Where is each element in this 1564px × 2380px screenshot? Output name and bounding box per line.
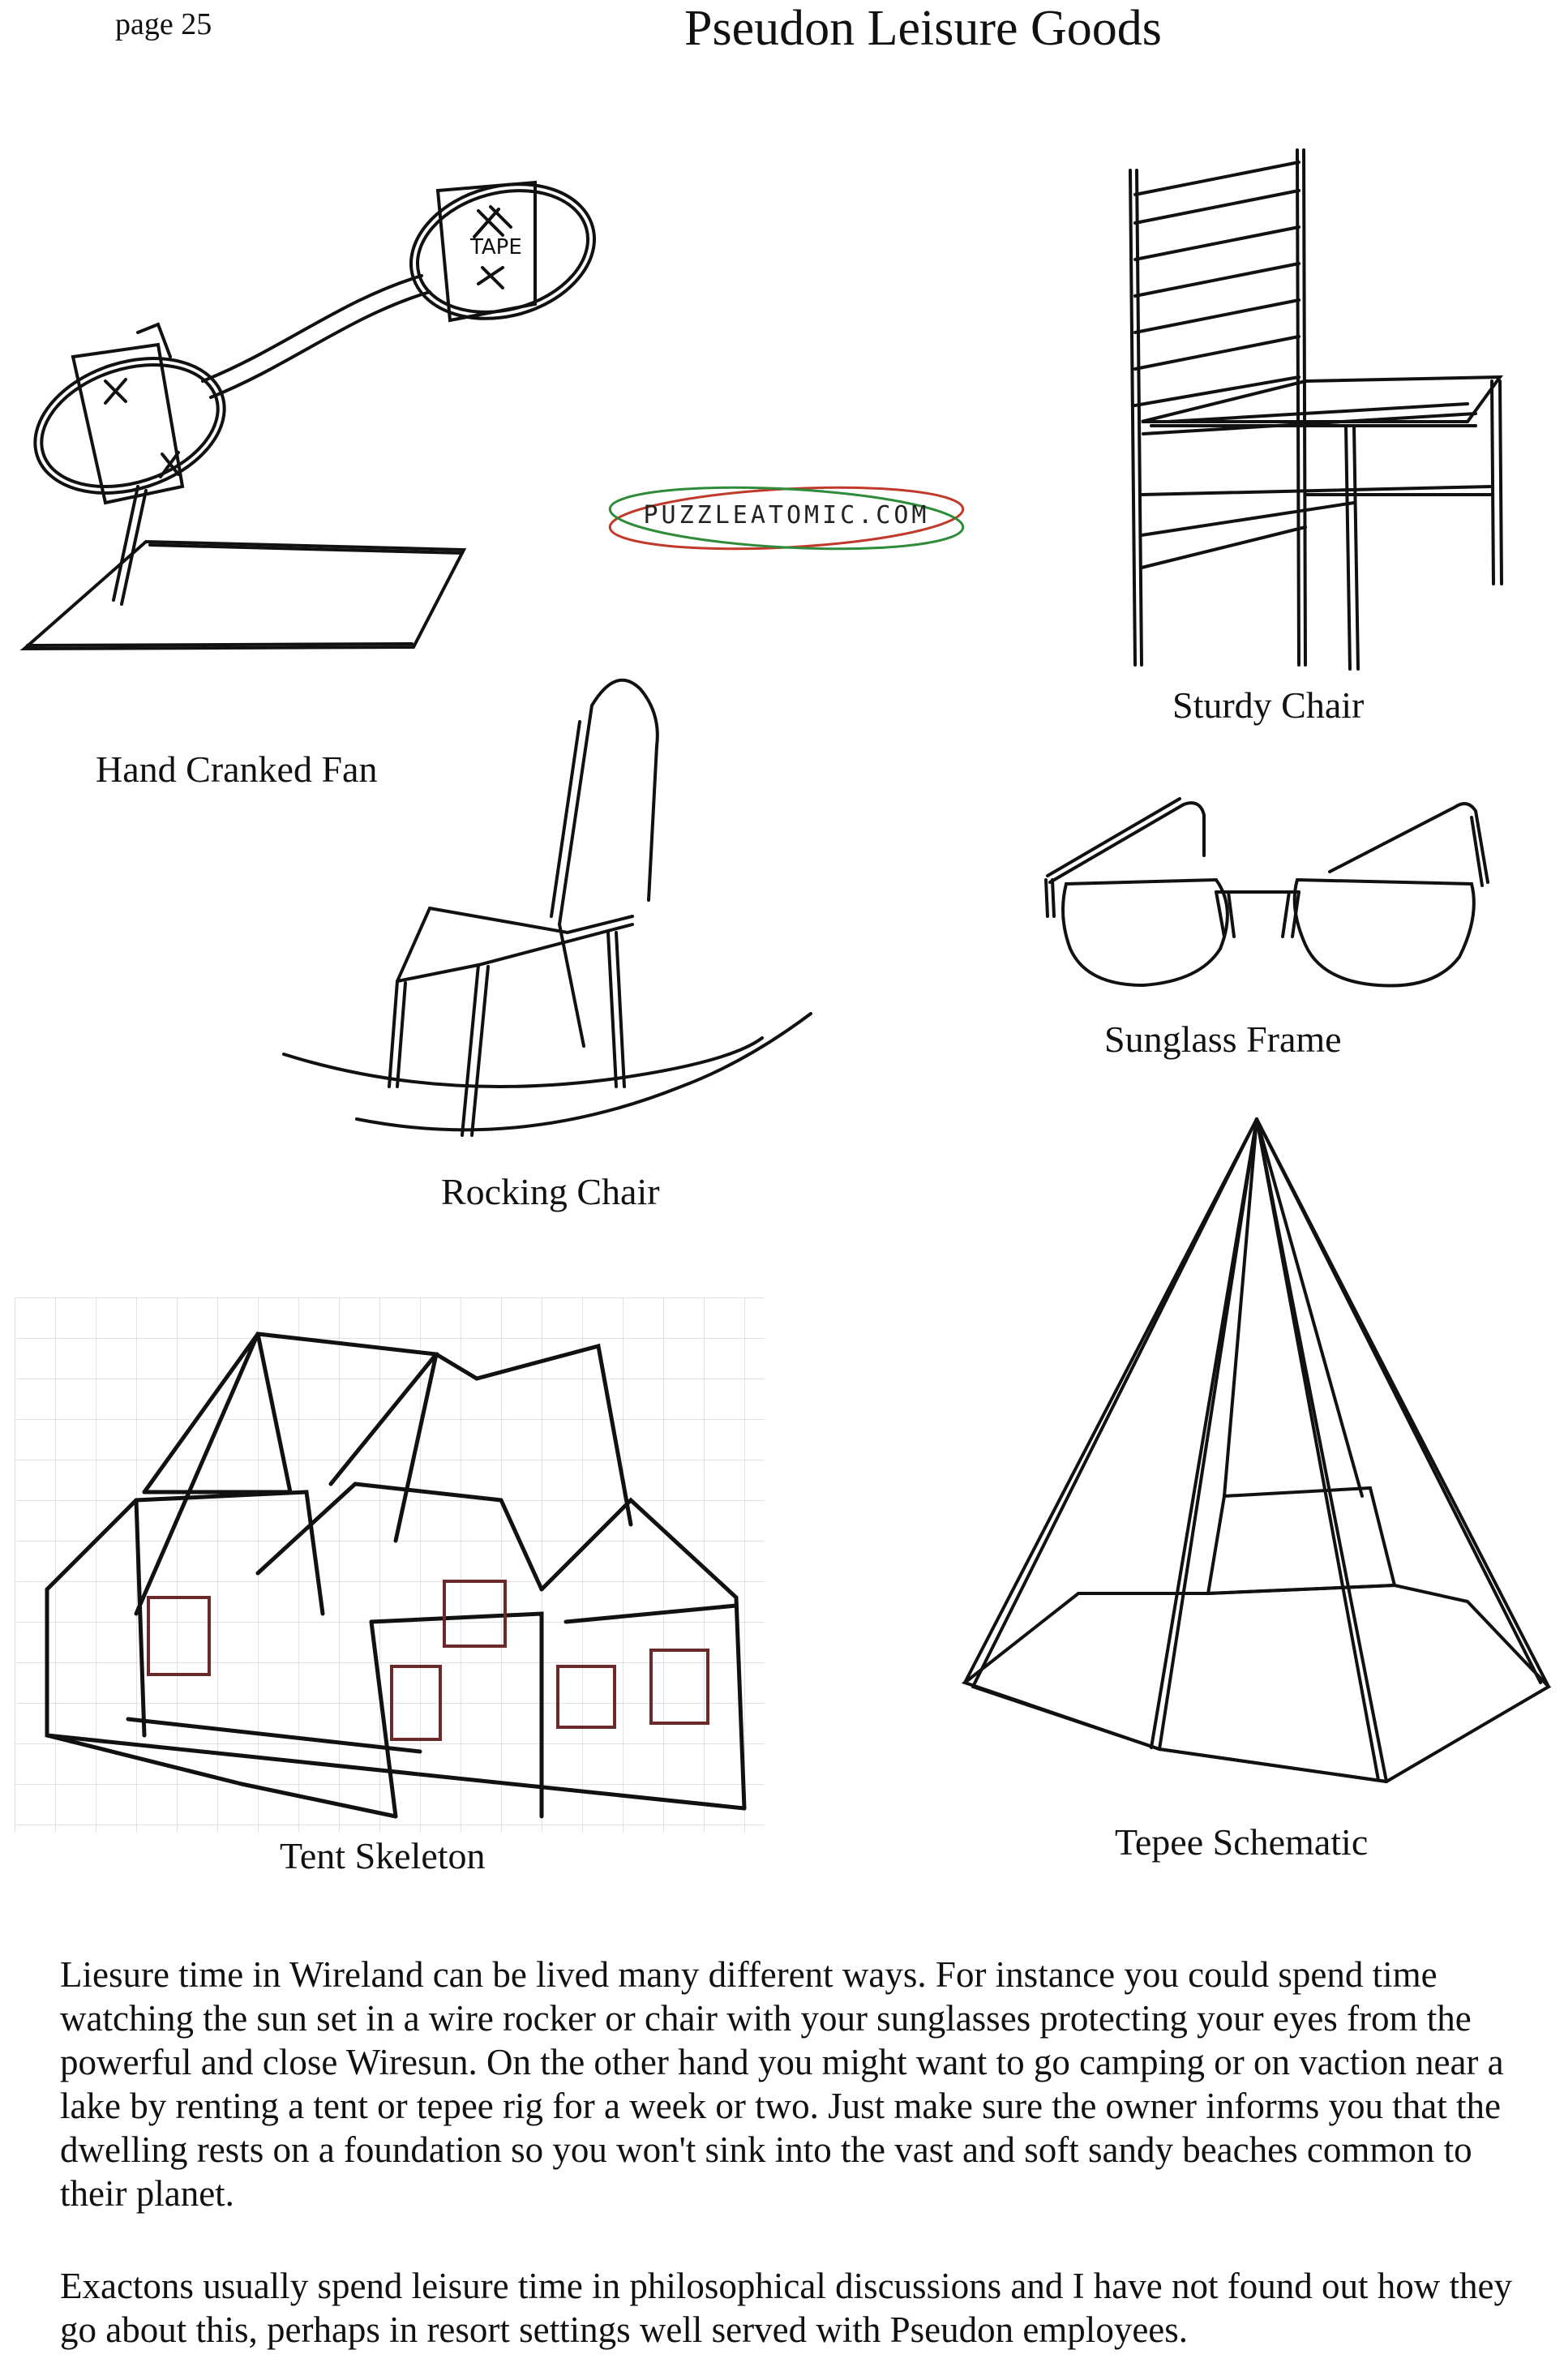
body-paragraph-2: Exactons usually spend leisure time in p… xyxy=(60,2266,1512,2350)
caption-rocking-chair: Rocking Chair xyxy=(441,1171,660,1212)
body-paragraph-1: Liesure time in Wireland can be lived ma… xyxy=(60,1954,1504,2214)
caption-hand-cranked-fan: Hand Cranked Fan xyxy=(96,748,378,790)
puzzleatomic-logo: PUZZLEATOMIC.COM xyxy=(604,482,969,555)
page-title: Pseudon Leisure Goods xyxy=(684,1,1162,56)
sunglass-frame-drawing xyxy=(1038,795,1500,1006)
caption-tepee-schematic: Tepee Schematic xyxy=(1115,1821,1369,1863)
page-number: page 25 xyxy=(115,7,212,41)
tepee-schematic-drawing xyxy=(957,1115,1557,1804)
rocking-chair-drawing xyxy=(276,665,827,1151)
tent-skeleton-drawing xyxy=(15,1297,765,1833)
sturdy-chair-drawing xyxy=(1119,146,1524,673)
hand-cranked-fan-drawing: TAPE xyxy=(16,162,616,665)
caption-sturdy-chair: Sturdy Chair xyxy=(1172,684,1365,726)
caption-tent-skeleton: Tent Skeleton xyxy=(280,1835,486,1876)
tape-label: TAPE xyxy=(470,235,522,259)
logo-text: PUZZLEATOMIC.COM xyxy=(643,501,930,530)
caption-sunglass-frame: Sunglass Frame xyxy=(1104,1018,1342,1060)
